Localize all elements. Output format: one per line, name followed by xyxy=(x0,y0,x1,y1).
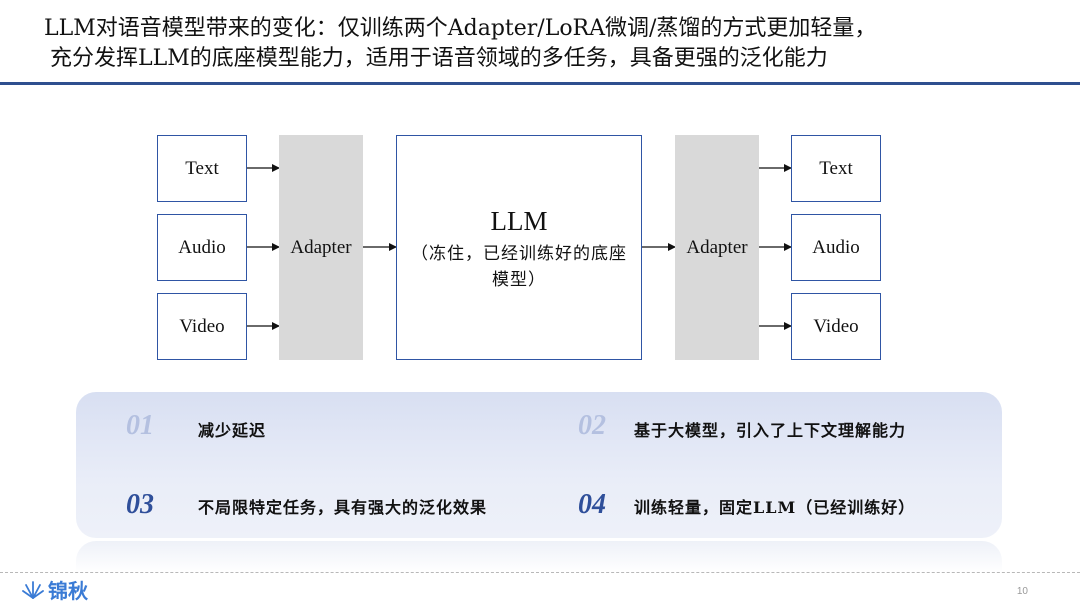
brand-name: 锦秋 xyxy=(48,578,88,603)
benefit-number-01: 01 xyxy=(126,410,154,441)
llm-subtitle: （冻住，已经训练好的底座模型） xyxy=(411,244,627,290)
input-text-box: Text xyxy=(157,135,247,202)
output-video-box: Video xyxy=(791,293,881,360)
benefit-number-03: 03 xyxy=(126,489,154,520)
slide-title-line-1: LLM对语音模型带来的变化：仅训练两个Adapter/LoRA微调/蒸馏的方式更… xyxy=(44,16,877,41)
benefit-text-04: 训练轻量，固定LLM（已经训练好） xyxy=(634,498,916,517)
output-audio-box: Audio xyxy=(791,214,881,281)
footer-divider xyxy=(0,572,1080,573)
page-number: 10 xyxy=(1016,586,1028,597)
output-adapter: Adapter xyxy=(675,135,759,360)
slide-title: LLM对语音模型带来的变化：仅训练两个Adapter/LoRA微调/蒸馏的方式更… xyxy=(44,14,1064,74)
brand-logo: 锦秋 xyxy=(22,576,88,603)
logo-sunburst-icon xyxy=(22,581,44,599)
input-adapter: Adapter xyxy=(279,135,363,360)
llm-title: LLM xyxy=(490,206,548,236)
benefits-panel xyxy=(76,392,1002,538)
benefit-text-03: 不局限特定任务，具有强大的泛化效果 xyxy=(198,498,488,517)
benefit-number-04: 04 xyxy=(578,489,606,520)
panel-reflection xyxy=(76,541,1002,573)
benefit-number-02: 02 xyxy=(578,410,606,441)
benefit-text-01: 减少延迟 xyxy=(198,421,267,440)
benefit-text-02: 基于大模型，引入了上下文理解能力 xyxy=(634,421,907,440)
input-video-box: Video xyxy=(157,293,247,360)
title-divider xyxy=(0,82,1080,85)
slide-title-line-2: 充分发挥LLM的底座模型能力，适用于语音领域的多任务，具备更强的泛化能力 xyxy=(50,46,828,71)
input-audio-box: Audio xyxy=(157,214,247,281)
llm-box: LLM （冻住，已经训练好的底座模型） xyxy=(396,135,642,360)
output-text-box: Text xyxy=(791,135,881,202)
